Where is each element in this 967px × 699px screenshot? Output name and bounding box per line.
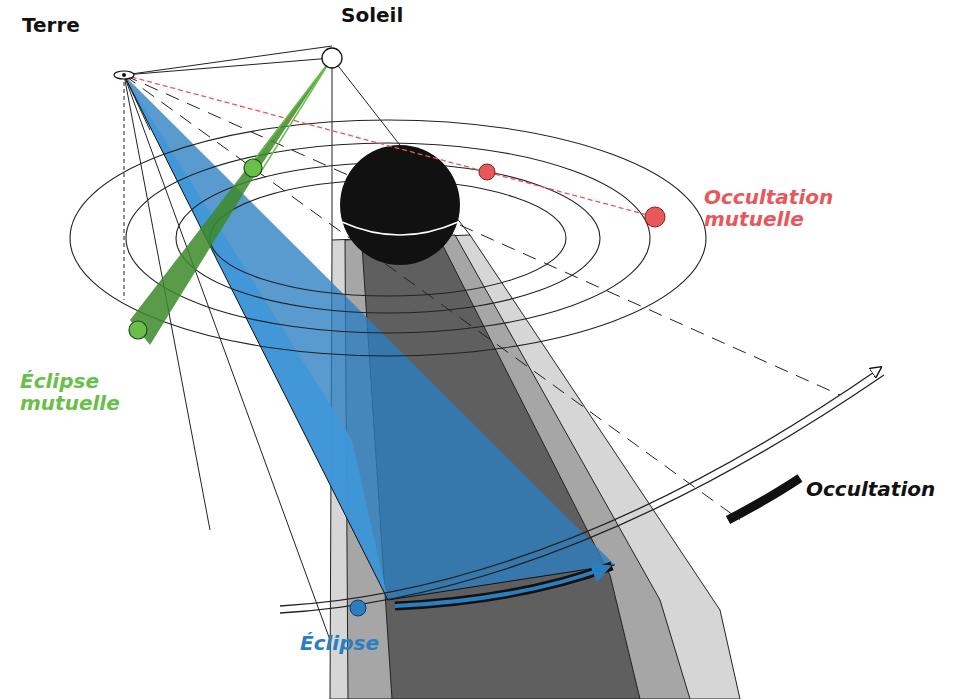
phenomenon-label: Éclipse mutuelle: [20, 370, 150, 415]
phenomenon-label: Occultation: [806, 478, 935, 500]
orbits: [70, 120, 706, 356]
sight-lines: [124, 46, 840, 640]
body-label: Terre: [22, 14, 80, 36]
phenomenon-label: Occultation mutuelle: [704, 186, 869, 231]
body-label: Soleil: [341, 4, 403, 26]
planet: [340, 145, 460, 265]
mutual-eclipse: [129, 58, 332, 345]
eclipse-cone: [124, 75, 615, 600]
orbit-track: [280, 368, 884, 616]
phenomenon-label: Éclipse: [300, 632, 379, 654]
bodies: [114, 48, 342, 79]
mutual-occultation: [124, 75, 665, 227]
